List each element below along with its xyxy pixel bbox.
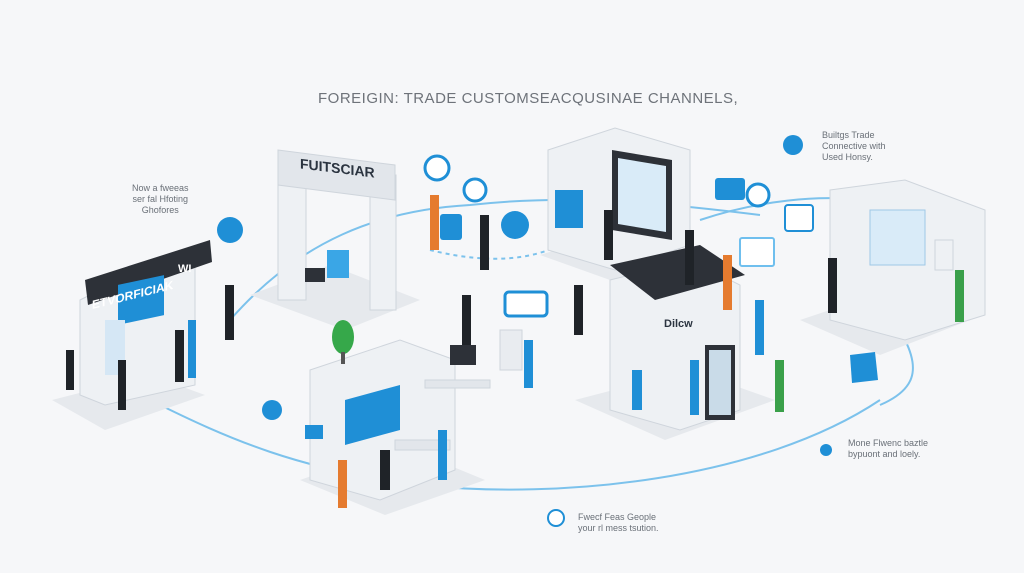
caption-left-line-1: Now a fweeas (132, 183, 189, 193)
booth-right-panel (934, 239, 954, 271)
kiosk-left-screen (118, 275, 164, 325)
caption-bottom-line-2: your rl mess tsution. (578, 523, 659, 533)
person-11 (685, 230, 694, 285)
person-6 (430, 195, 439, 250)
wifi-signal-icon (503, 290, 549, 318)
path-middle-link (429, 244, 561, 260)
caption-right-line-2: bypuont and loely. (848, 449, 921, 459)
small-badge-icon (820, 444, 832, 456)
workstation-monitor (450, 345, 476, 365)
phone-card-icon (440, 214, 462, 240)
chat-bubble-icon (423, 154, 451, 182)
caption-bottom-line-1: Fwecf Feas Geople (578, 512, 657, 522)
path-outer-loop (149, 399, 881, 491)
p-badge-icon (850, 352, 878, 383)
store-sign: Dilcw (664, 318, 693, 330)
tablet-booth (540, 127, 691, 280)
booth-bottom-desk (394, 439, 451, 451)
person-21 (380, 450, 390, 490)
gate-structure (250, 149, 420, 330)
person-20 (338, 460, 347, 508)
path-right-down (879, 339, 914, 406)
person-18 (955, 270, 964, 322)
workstation-table (424, 379, 491, 389)
people (66, 195, 964, 508)
booth-bottom-screen (345, 385, 400, 445)
workstation-tablet-stand (499, 329, 523, 371)
caption-bottom: Fwecf Feas Geople your rl mess tsution. (578, 512, 659, 534)
kiosk-left-header (85, 240, 212, 305)
tablet-booth-side-panel (555, 190, 583, 228)
plant (332, 320, 354, 364)
caption-top-right: Builtgs Trade Connective with Used Honsy… (822, 130, 886, 163)
page-title: FOREIGIN: TRADE CUSTOMSEACQUSINAE CHANNE… (318, 90, 739, 107)
cloud-share-icon (745, 182, 771, 208)
person-10 (604, 210, 613, 260)
person-19 (524, 340, 533, 388)
caption-top-right-line-1: Builtgs Trade (822, 130, 875, 140)
person-8 (462, 295, 471, 345)
person-13 (755, 300, 764, 355)
floating-icons (217, 135, 878, 527)
person-16 (632, 370, 642, 410)
gate-laptop (305, 268, 325, 282)
booth-bottom (300, 339, 485, 515)
tablet-booth-screen-inner (618, 158, 666, 232)
person-22 (438, 430, 447, 480)
location-pin-icon (262, 400, 282, 420)
person-9 (574, 285, 583, 335)
gate-side-screen (327, 250, 349, 278)
caption-right: Mone Flwenc baztle bypuont and loely. (848, 438, 928, 460)
booth-right (800, 179, 986, 355)
caption-left: Now a fweeas ser fal Hfoting Ghofores (132, 183, 189, 216)
person-15 (690, 360, 699, 415)
caption-right-line-1: Mone Flwenc baztle (848, 438, 929, 448)
plant-stem (341, 352, 345, 364)
store-door-glass (709, 350, 731, 415)
info-tag-icon (305, 425, 323, 439)
person-2 (118, 360, 126, 410)
caption-top-right-line-3: Used Honsy. (822, 152, 873, 162)
gear-icon (501, 211, 529, 239)
connection-badge-icon (783, 135, 803, 155)
person-12 (723, 255, 732, 310)
person-3 (175, 330, 184, 382)
caption-left-line-3: Ghofores (141, 205, 179, 215)
caption-left-line-2: ser fal Hfoting (132, 194, 189, 204)
footer-badge-icon (547, 509, 565, 527)
person-17 (828, 258, 837, 313)
kiosk-left (52, 240, 212, 430)
image-card-icon (784, 204, 814, 232)
refresh-icon (462, 177, 488, 203)
person-1 (66, 350, 74, 390)
person-5 (225, 285, 234, 340)
wifi-badge-icon (217, 217, 243, 243)
person-4 (188, 320, 196, 378)
gate-top-beam (277, 149, 396, 201)
person-14 (775, 360, 784, 412)
plant-leaves (332, 320, 354, 354)
chart-card-icon (739, 237, 775, 267)
caption-top-right-line-2: Connective with (822, 141, 886, 151)
person-7 (480, 215, 489, 270)
map-card-icon (715, 178, 745, 200)
store-structure (575, 245, 775, 440)
booth-right-screen (869, 209, 926, 266)
store-roof (610, 245, 745, 300)
kiosk-left-badge: WI (178, 263, 192, 275)
workstation-cluster (424, 329, 523, 389)
